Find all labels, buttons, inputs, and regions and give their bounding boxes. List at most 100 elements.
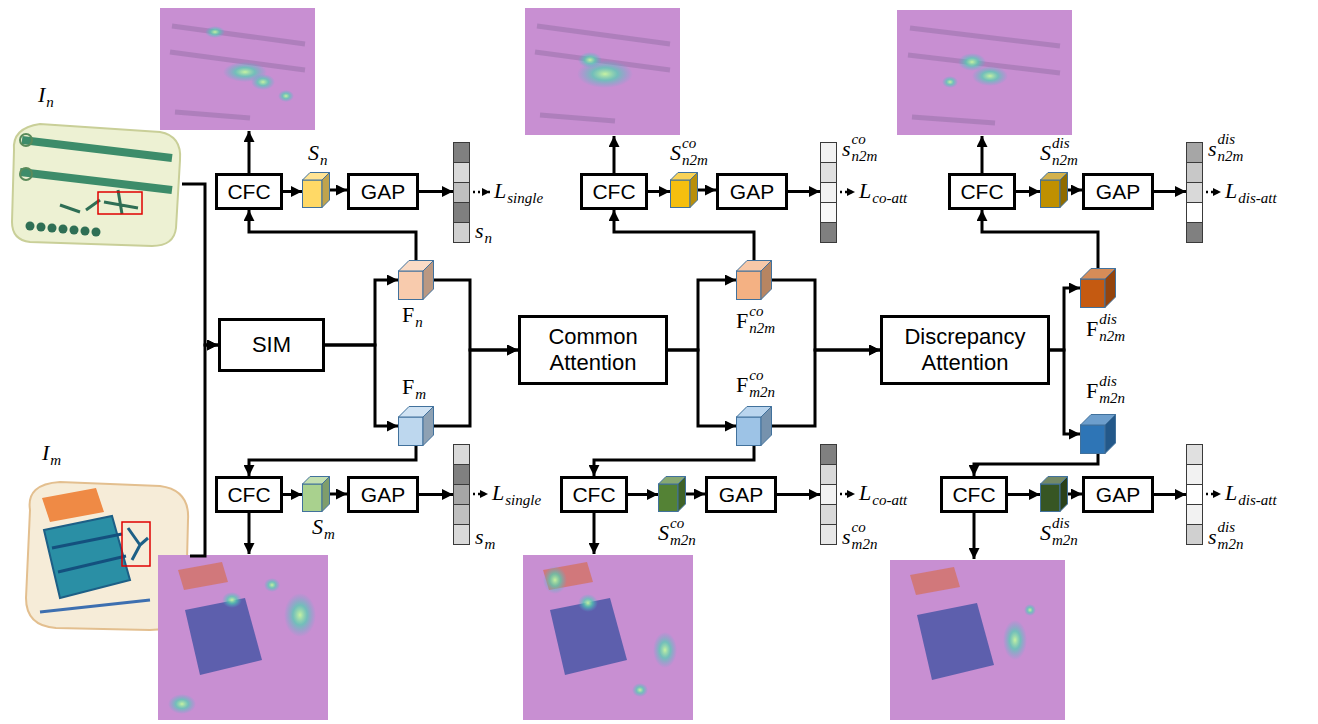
subscript: n: [415, 315, 423, 330]
cube-front: [303, 180, 323, 208]
feature-cube: Fm2ndis: [1080, 414, 1116, 454]
connector-arrow: [614, 210, 754, 260]
cube-shape: [302, 476, 330, 512]
vector-cell: [820, 222, 837, 243]
heat-blob: [972, 66, 1008, 86]
heatmap-structure: [185, 598, 262, 675]
heatmap: [525, 8, 680, 135]
cube-shape: [658, 476, 686, 512]
xray-dot: [81, 227, 90, 236]
xray-image-frame: In: [8, 120, 182, 248]
xray-dot: [26, 222, 35, 231]
xray-object: [42, 488, 104, 522]
heatmap-arrow: [593, 511, 596, 554]
cube-front: [1081, 279, 1106, 308]
connector-arrow: [419, 190, 453, 193]
process-box: GAP: [347, 173, 419, 210]
loss-subscript: dis-att: [1238, 493, 1276, 508]
heatmap-structure: [917, 603, 994, 680]
variable-symbol: S: [308, 142, 319, 164]
variable-symbol: S: [1040, 142, 1051, 164]
process-box: GAP: [1082, 476, 1154, 513]
connector-arrow: [283, 493, 302, 496]
connector-arrow: [698, 189, 716, 192]
vector-cell: [453, 162, 470, 183]
loss-symbol: L: [1225, 180, 1237, 202]
vector-cell: [820, 142, 837, 163]
superscript: dis: [1218, 520, 1236, 535]
cube-shape: [1040, 172, 1068, 208]
loss-symbol: L: [492, 482, 504, 504]
connector-arrow: [1154, 493, 1186, 496]
vector-cell: [453, 222, 470, 243]
connector-arrow: [419, 493, 453, 496]
box-label: Discrepancy Attention: [887, 324, 1043, 377]
heatmap-structure: [535, 26, 670, 121]
xray-dot: [37, 223, 46, 232]
connector-arrow: [788, 190, 820, 193]
cube-side: [423, 261, 434, 300]
vector-cell: [453, 504, 470, 525]
target-box: [122, 522, 150, 566]
loss-symbol: L: [859, 180, 871, 202]
loss-subscript: dis-att: [1238, 191, 1276, 206]
subscript: m2n: [852, 537, 878, 552]
connector-arrow: [772, 350, 880, 426]
box-label: GAP: [719, 482, 763, 507]
loss-subscript: single: [507, 191, 543, 206]
heatmap: [160, 8, 315, 130]
subscript: m: [415, 387, 426, 402]
vector-cell: [453, 444, 470, 465]
score-vector: sn2mco: [820, 142, 837, 242]
xray-bag: [12, 124, 180, 246]
heatmap: [523, 555, 693, 720]
feature-cube: Sn2mco: [670, 172, 698, 208]
xray-screw: [20, 134, 32, 146]
connector-arrow: [330, 189, 347, 192]
connector-arrow: [594, 446, 754, 476]
vector-cell: [820, 444, 837, 465]
superscript: co: [682, 136, 696, 151]
vector-cell: [1186, 464, 1203, 485]
variable-symbol: s: [842, 138, 851, 160]
connector-arrow: [1068, 189, 1082, 192]
box-label: CFC: [592, 179, 635, 204]
process-box: Common Attention: [518, 315, 668, 385]
loss-subscript: co-att: [872, 493, 907, 508]
variable-symbol: F: [736, 310, 748, 332]
vector-cell: [1186, 444, 1203, 465]
cube-front: [303, 484, 323, 512]
score-vector: sm2nco: [820, 444, 837, 544]
connector-arrow: [668, 350, 736, 426]
subscript: n: [320, 153, 328, 168]
connector-arrow: [283, 190, 302, 193]
connector-arrow: [330, 493, 347, 496]
box-label: CFC: [572, 482, 615, 507]
cube-shape: [1080, 414, 1116, 454]
cube-side: [1105, 415, 1116, 454]
vector-cell: [1186, 504, 1203, 525]
superscript: dis: [1099, 312, 1117, 327]
superscript: dis: [1052, 136, 1070, 151]
subscript: m2n: [749, 385, 775, 400]
box-label: GAP: [361, 179, 405, 204]
loss-arrow: [840, 191, 855, 194]
cube-shape: [398, 406, 434, 446]
connector-arrow: [1050, 350, 1080, 434]
connector-arrow: [434, 280, 518, 350]
heatmap-structure: [908, 28, 1060, 123]
loss-symbol: L: [494, 180, 506, 202]
box-label: SIM: [252, 332, 291, 358]
cube-shape: [736, 260, 772, 300]
heat-blob: [222, 592, 242, 608]
vector-cell: [1186, 142, 1203, 163]
cube-side: [322, 477, 330, 512]
cube-front: [399, 417, 424, 446]
loss-arrow: [1206, 191, 1221, 194]
vector-cell: [820, 464, 837, 485]
connector-arrow: [325, 280, 398, 345]
connector-arrow: [249, 446, 416, 476]
variable-symbol: F: [1086, 380, 1098, 402]
vector-cell: [1186, 524, 1203, 545]
